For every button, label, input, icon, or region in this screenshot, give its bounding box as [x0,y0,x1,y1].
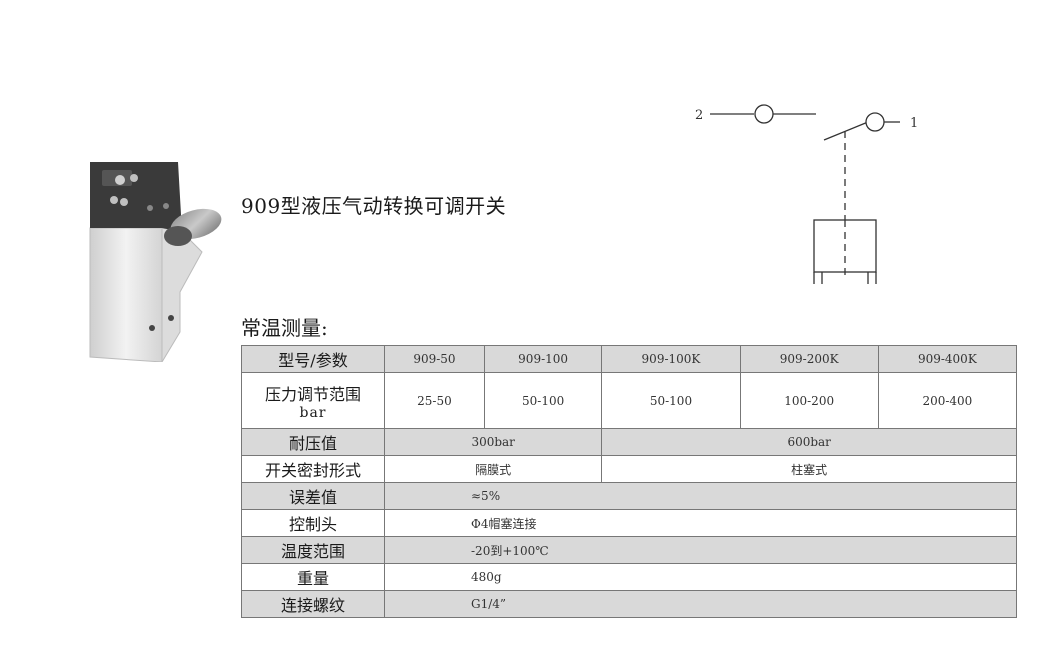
value-cell: 50-100 [601,372,741,429]
table-row: 误差值 ≈5% [241,482,1017,510]
table-row: 温度范围 -20到+100℃ [241,536,1017,564]
value-cell: 200-400 [877,372,1018,429]
row-label: 压力调节范围 bar [241,372,385,429]
model-cell: 909-100 [483,345,603,373]
spec-table: 型号/参数 909-50 909-100 909-100K 909-200K 9… [241,345,1018,618]
row-label: 误差值 [241,482,385,510]
row-label: 连接螺纹 [241,590,385,618]
table-row: 型号/参数 909-50 909-100 909-100K 909-200K 9… [241,345,1018,373]
value-cell: 480g [384,563,1017,591]
header-label: 型号/参数 [241,345,385,373]
port-2-label: 2 [695,108,703,123]
row-label: 控制头 [241,509,385,537]
table-row: 压力调节范围 bar 25-50 50-100 50-100 100-200 2… [241,372,1018,429]
table-row: 连接螺纹 G1/4” [241,590,1017,618]
measurement-heading: 常温测量: [241,316,328,340]
port-1-label: 1 [910,116,918,131]
table-row: 控制头 Φ4帽塞连接 [241,509,1017,537]
table-row: 耐压值 300bar 600bar [241,428,1017,456]
value-cell: 100-200 [739,372,879,429]
value-cell: 柱塞式 [601,455,1017,483]
row-label: 温度范围 [241,536,385,564]
value-cell: ≈5% [384,482,1017,510]
switch-schematic: 2 1 [695,104,918,284]
model-cell: 909-50 [384,345,485,373]
value-cell: 600bar [601,428,1017,456]
model-cell: 909-400K [877,345,1018,373]
table-row: 重量 480g [241,563,1017,591]
product-title: 909型液压气动转换可调开关 [241,194,507,218]
row-label: 耐压值 [241,428,385,456]
product-photo [89,162,222,362]
value-cell: -20到+100℃ [384,536,1017,564]
pressure-range-unit: bar [299,404,327,421]
value-cell: G1/4” [384,590,1017,618]
model-cell: 909-100K [601,345,741,373]
value-cell: 300bar [383,428,603,456]
pressure-range-label: 压力调节范围 [264,384,361,404]
row-label: 重量 [241,563,385,591]
table-row: 开关密封形式 隔膜式 柱塞式 [241,455,1017,483]
model-cell: 909-200K [739,345,879,373]
value-cell: Φ4帽塞连接 [384,509,1017,537]
row-label: 开关密封形式 [241,455,385,483]
value-cell: 隔膜式 [383,455,603,483]
value-cell: 50-100 [483,372,603,429]
value-cell: 25-50 [384,372,485,429]
